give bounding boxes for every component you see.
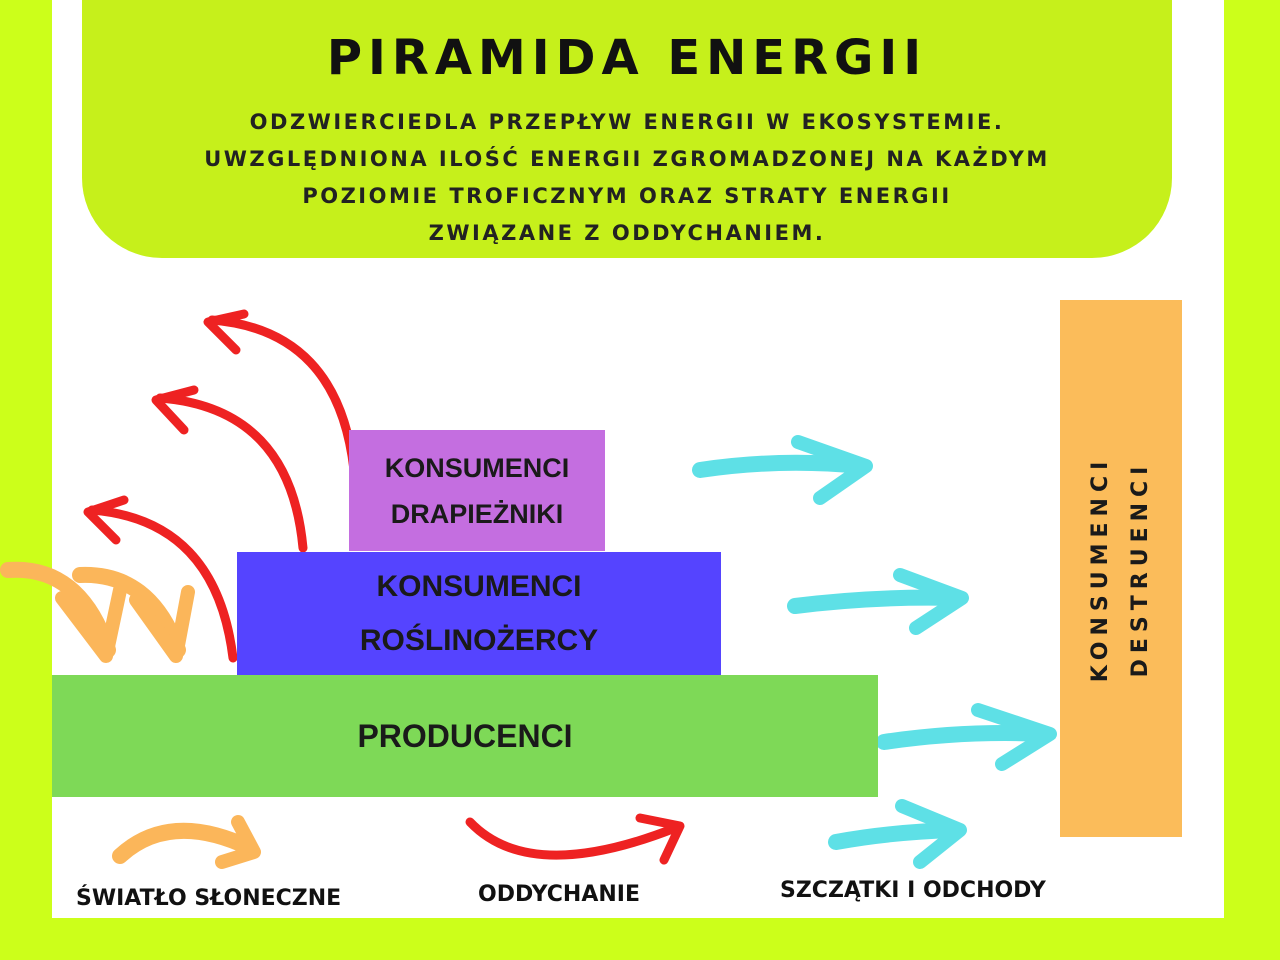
level-label: KONSUMENCI (384, 452, 570, 483)
decomposers-line: KONSUMENCI (1088, 455, 1113, 682)
header-banner: PIRAMIDA ENERGII ODZWIERCIEDLA PRZEPŁYW … (82, 0, 1172, 258)
description-line: UWZGLĘDNIONA ILOŚĆ ENERGII ZGROMADZONEJ … (204, 147, 1050, 171)
level-label: DRAPIEŻNIKI (390, 498, 564, 529)
decomposers-box: KONSUMENCI DESTRUENCI (1060, 300, 1182, 837)
description-line: ZWIĄZANE Z ODDYCHANIEM. (428, 221, 826, 245)
level-label: PRODUCENCI (357, 717, 573, 754)
level-producers: PRODUCENCI (52, 675, 878, 797)
legend-respiration: ODDYCHANIE (478, 882, 640, 907)
decomposers-line: DESTRUENCI (1128, 460, 1153, 677)
diagram-title: PIRAMIDA ENERGII (326, 30, 928, 86)
level-herbivores: KONSUMENCI ROŚLINOŻERCY (237, 552, 721, 675)
level-predators: KONSUMENCI DRAPIEŻNIKI (349, 430, 605, 551)
level-label: ROŚLINOŻERCY (359, 623, 599, 657)
decomposers-label: KONSUMENCI DESTRUENCI (1081, 455, 1161, 682)
legend-sunlight: ŚWIATŁO SŁONECZNE (76, 886, 342, 911)
legend-detritus: SZCZĄTKI I ODCHODY (780, 878, 1046, 903)
description-line: POZIOMIE TROFICZNYM ORAZ STRATY ENERGII (302, 184, 952, 208)
diagram-description: ODZWIERCIEDLA PRZEPŁYW ENERGII W EKOSYST… (82, 104, 1172, 252)
description-line: ODZWIERCIEDLA PRZEPŁYW ENERGII W EKOSYST… (249, 110, 1005, 134)
level-label: KONSUMENCI (376, 569, 582, 603)
